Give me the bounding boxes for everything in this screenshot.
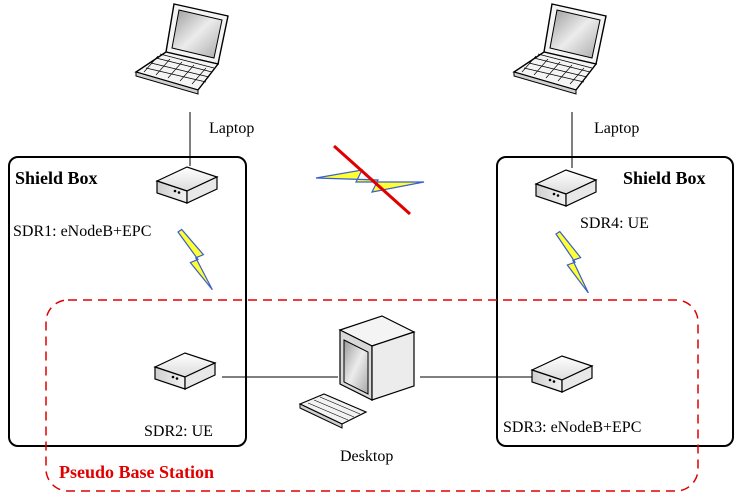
shield-box-right-label: Shield Box [623,168,706,188]
shield-box-right [496,156,734,447]
laptop-right-label: Laptop [594,120,639,137]
lightning-link-icon [555,228,589,297]
laptop-left-label: Laptop [209,120,254,137]
desktop-computer-icon [298,315,416,429]
laptop-icon [135,3,229,95]
shield-box-left-label: Shield Box [15,168,98,188]
sdr4-label: SDR4: UE [580,215,649,232]
sdr-device-icon [531,355,593,393]
sdr-device-icon [154,352,216,390]
shield-box-left [8,156,247,447]
lightning-link-icon [315,169,425,193]
sdr-device-icon [535,169,597,207]
sdr3-label: SDR3: eNodeB+EPC [503,419,641,436]
pseudo-base-station-region [45,299,699,492]
sdr2-label: SDR2: UE [144,423,213,440]
laptop-icon [513,3,607,95]
desktop-label: Desktop [340,448,393,465]
sdr-device-icon [156,166,218,204]
blocked-wireless-link [315,144,425,216]
pseudo-base-station-label: Pseudo Base Station [59,462,214,482]
blocked-cross-line [332,144,412,216]
sdr1-label: SDR1: eNodeB+EPC [13,223,151,240]
lightning-link-icon [177,225,213,294]
